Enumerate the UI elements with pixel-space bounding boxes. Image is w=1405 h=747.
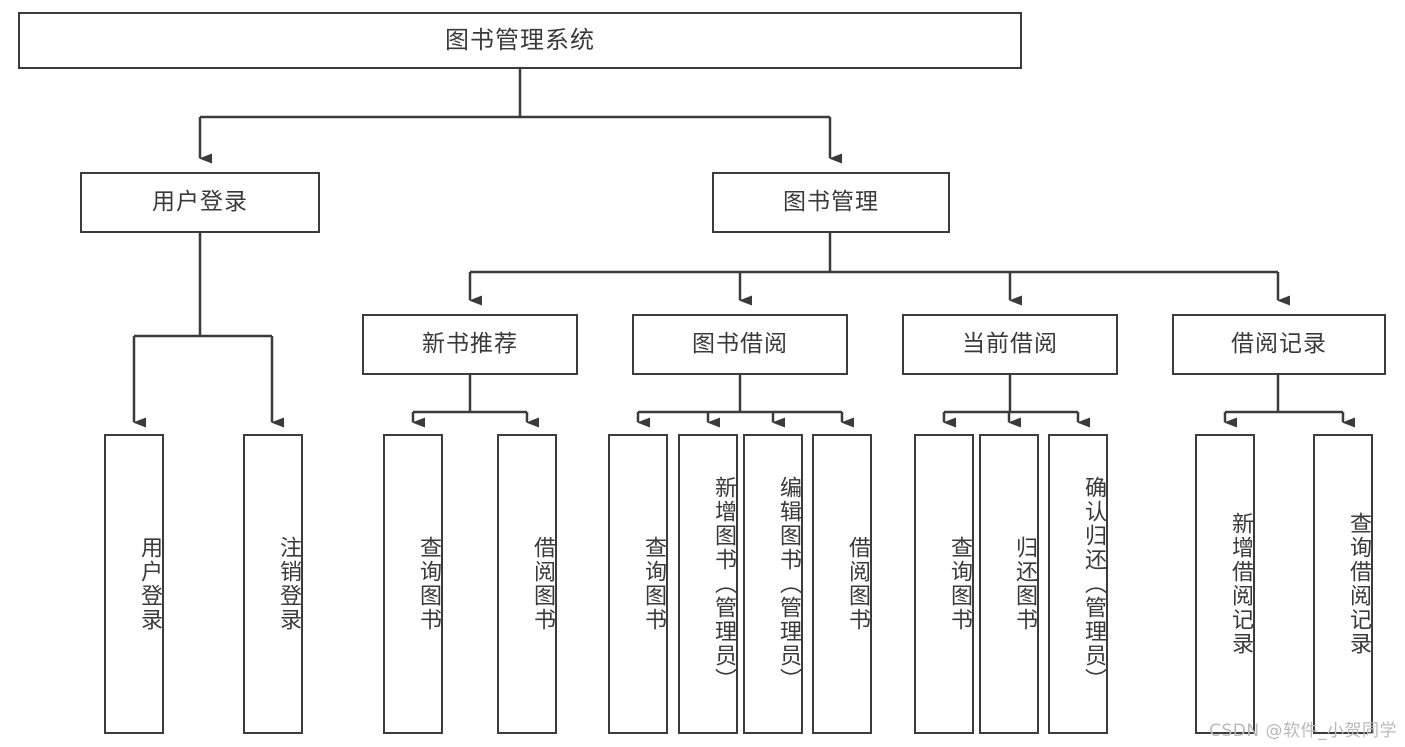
leaf-borrow-query-book[interactable]: 查询图书 (608, 434, 668, 734)
leaf-current-confirm-return-admin[interactable]: 确认归还（管理员） (1048, 434, 1108, 734)
leaf-borrow-edit-book-admin[interactable]: 编辑图书（管理员） (743, 434, 803, 734)
leaf-user-logout[interactable]: 注销登录 (243, 434, 303, 734)
csdn-watermark: CSDN @软件_小贺同学 (1209, 721, 1397, 741)
leaf-record-add-record[interactable]: 新增借阅记录 (1195, 434, 1255, 734)
leaf-recommend-query-book[interactable]: 查询图书 (383, 434, 443, 734)
leaf-current-query-book[interactable]: 查询图书 (914, 434, 974, 734)
node-book-management[interactable]: 图书管理 (712, 172, 950, 233)
node-new-book-recommend[interactable]: 新书推荐 (362, 314, 578, 375)
node-borrow-record[interactable]: 借阅记录 (1172, 314, 1386, 375)
leaf-current-return-book[interactable]: 归还图书 (979, 434, 1039, 734)
leaf-user-login[interactable]: 用户登录 (104, 434, 164, 734)
node-root-system[interactable]: 图书管理系统 (18, 12, 1022, 69)
node-book-borrow[interactable]: 图书借阅 (632, 314, 848, 375)
node-user-login[interactable]: 用户登录 (80, 172, 320, 233)
leaf-record-query-record[interactable]: 查询借阅记录 (1313, 434, 1373, 734)
leaf-borrow-borrow-book[interactable]: 借阅图书 (812, 434, 872, 734)
leaf-borrow-add-book-admin[interactable]: 新增图书（管理员） (678, 434, 738, 734)
leaf-recommend-borrow-book[interactable]: 借阅图书 (497, 434, 557, 734)
node-current-borrow[interactable]: 当前借阅 (902, 314, 1118, 375)
